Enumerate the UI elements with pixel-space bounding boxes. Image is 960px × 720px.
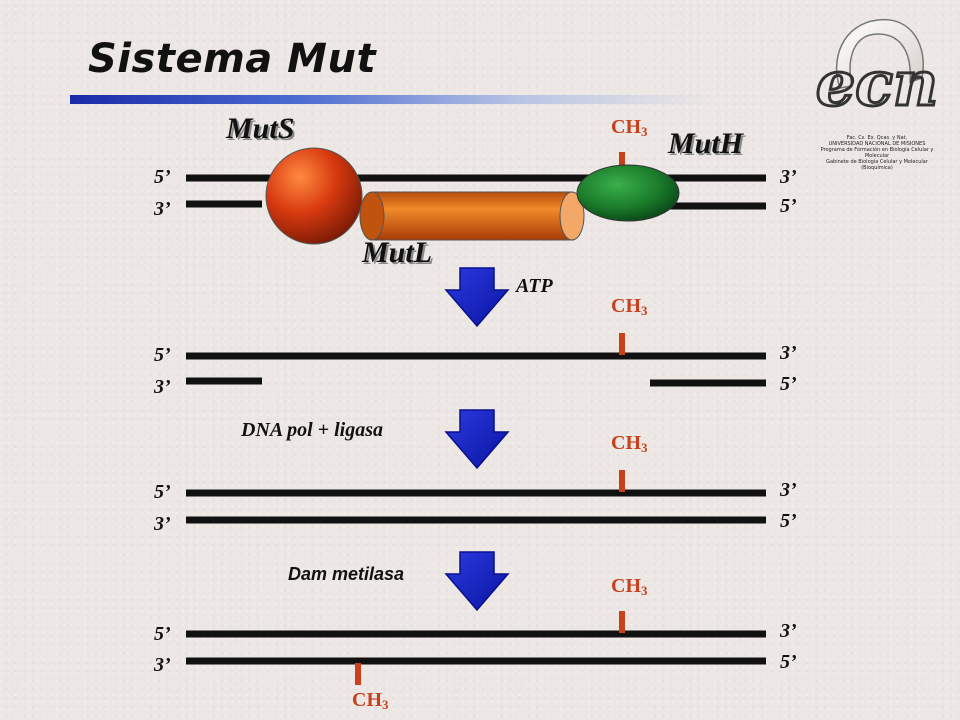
methyl-text: CH xyxy=(352,689,382,711)
methyl-tick xyxy=(619,333,625,355)
title-underline-bar xyxy=(70,95,710,104)
mutl-label: MutL xyxy=(362,236,433,269)
strand-end-3-prime: 3’ xyxy=(154,198,171,220)
stage-1-mismatch-recognition xyxy=(186,147,766,245)
mutl-protein xyxy=(359,191,585,241)
step-label-dam-metilasa: Dam metilasa xyxy=(288,564,405,584)
step-label-dna-pol-ligasa: DNA pol + ligasa xyxy=(241,419,383,441)
methyl-tick xyxy=(619,470,625,492)
strand-end-5-prime: 5’ xyxy=(154,623,171,645)
methyl-subscript: 3 xyxy=(641,440,648,455)
methyl-label: CH3 xyxy=(611,117,648,138)
strand-end-5-prime: 5’ xyxy=(154,344,171,366)
methyl-tick-top xyxy=(619,611,625,633)
step-label-atp: ATP xyxy=(516,275,553,297)
methyl-text: CH xyxy=(611,432,641,454)
methyl-label: CH3 xyxy=(611,433,648,454)
muth-label: MutH xyxy=(668,127,744,160)
strand-end-5-prime: 5’ xyxy=(154,166,171,188)
strand-end-3-prime: 3’ xyxy=(780,479,797,501)
strand-end-3-prime: 3’ xyxy=(780,166,797,188)
strand-end-3-prime: 3’ xyxy=(154,513,171,535)
strand-end-5-prime: 5’ xyxy=(780,373,797,395)
methyl-tick-bottom xyxy=(355,663,361,685)
strand-end-3-prime: 3’ xyxy=(780,620,797,642)
strand-end-5-prime: 5’ xyxy=(780,195,797,217)
methyl-text: CH xyxy=(611,575,641,597)
logo-text-line-3: Programa de Formación en Biología Celula… xyxy=(820,147,934,159)
methyl-tick xyxy=(619,152,625,168)
methyl-subscript: 3 xyxy=(641,124,648,139)
stage-2-excision xyxy=(186,333,766,387)
svg-text:ecn: ecn xyxy=(816,47,938,120)
muts-label: MutS xyxy=(226,112,295,145)
strand-end-5-prime: 5’ xyxy=(780,651,797,673)
arrow-2 xyxy=(444,409,510,470)
logo-text-line-4: Gabinete de Biología Celular y Molecular… xyxy=(826,159,928,171)
logo-text-line-1: Fac. Cs. Ex. Qcas. y Nat. xyxy=(846,135,908,141)
methyl-subscript: 3 xyxy=(641,583,648,598)
muth-protein xyxy=(576,164,680,222)
logo-text-line-2: UNIVERSIDAD NACIONAL DE MISIONES xyxy=(828,141,926,147)
methyl-label: CH3 xyxy=(611,296,648,317)
page-title: Sistema Mut xyxy=(88,36,377,82)
methyl-text: CH xyxy=(611,295,641,317)
methyl-label: CH3 xyxy=(611,576,648,597)
strand-end-5-prime: 5’ xyxy=(780,510,797,532)
methyl-label: CH3 xyxy=(352,690,389,711)
muts-protein xyxy=(265,147,363,245)
methyl-subscript: 3 xyxy=(382,697,389,712)
methyl-text: CH xyxy=(611,116,641,138)
strand-end-3-prime: 3’ xyxy=(154,376,171,398)
arrow-3 xyxy=(444,551,510,612)
logo-emblem: ecn xyxy=(814,18,940,122)
strand-end-3-prime: 3’ xyxy=(780,342,797,364)
strand-end-3-prime: 3’ xyxy=(154,654,171,676)
stage-4-methylation xyxy=(186,611,766,685)
institution-logo: ecn Fac. Cs. Ex. Qcas. y Nat. UNIVERSIDA… xyxy=(812,10,942,180)
strand-end-5-prime: 5’ xyxy=(154,481,171,503)
methyl-subscript: 3 xyxy=(641,303,648,318)
stage-3-resynthesis xyxy=(186,470,766,524)
arrow-1 xyxy=(444,267,510,328)
